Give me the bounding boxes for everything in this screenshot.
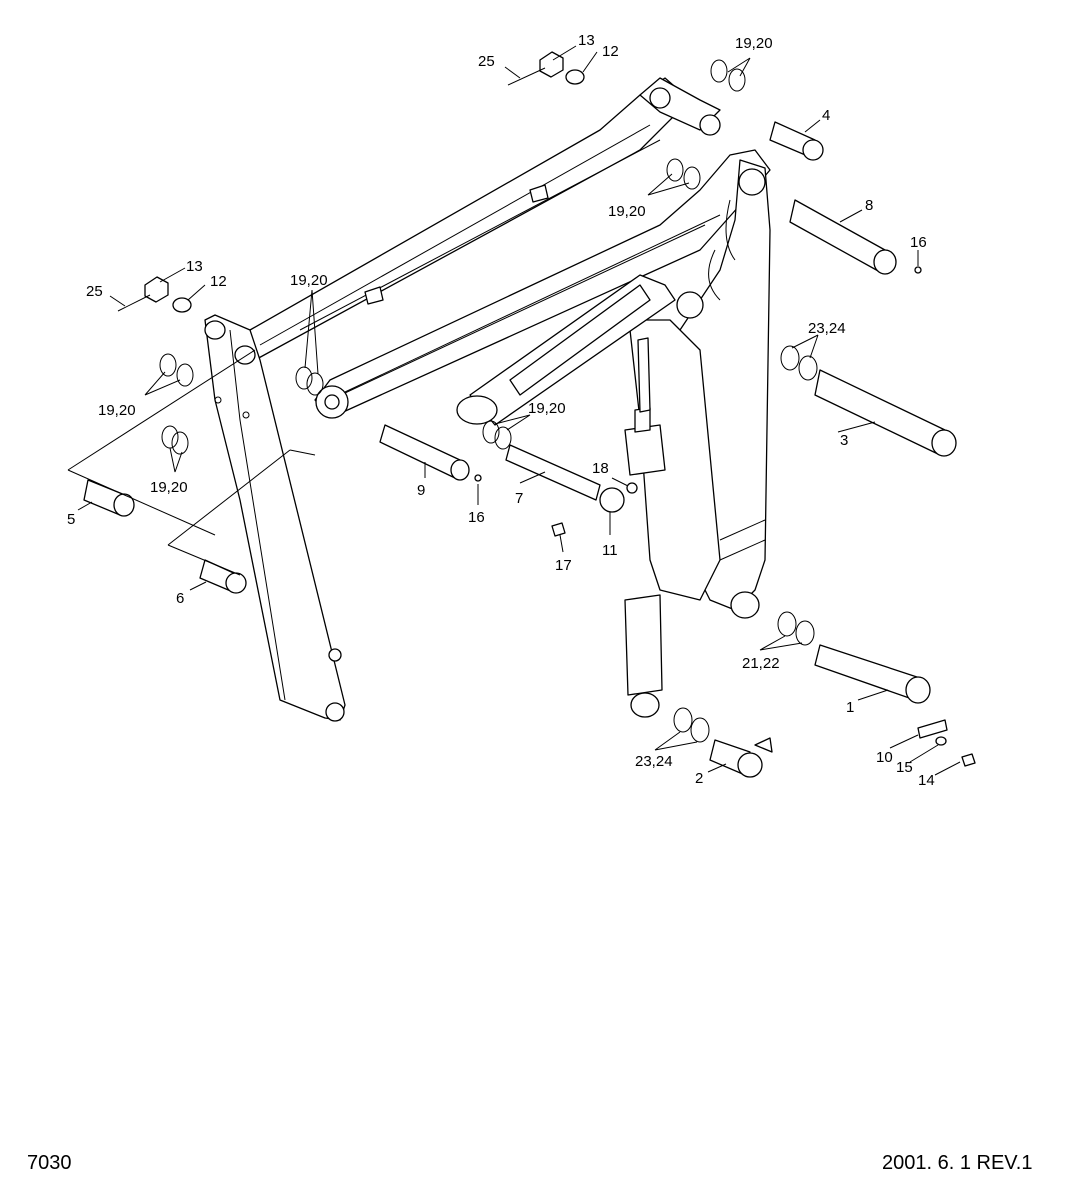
callout-19-20-c: 19,20 bbox=[290, 272, 328, 289]
callout-5: 5 bbox=[67, 511, 75, 528]
leader-lines bbox=[67, 45, 961, 776]
callout-13-top: 13 bbox=[578, 32, 595, 49]
callout-21-22: 21,22 bbox=[742, 655, 780, 672]
callout-19-20-f: 19,20 bbox=[150, 479, 188, 496]
callout-4: 4 bbox=[822, 107, 830, 124]
callout-11: 11 bbox=[602, 542, 618, 559]
callout-12-left: 12 bbox=[210, 273, 227, 290]
boom-assembly bbox=[204, 77, 771, 722]
callout-23-24-b: 23,24 bbox=[635, 753, 673, 770]
callout-13-left: 13 bbox=[186, 258, 203, 275]
callout-19-20-b: 19,20 bbox=[608, 203, 646, 220]
callout-9: 9 bbox=[417, 482, 425, 499]
callout-19-20-a: 19,20 bbox=[735, 35, 773, 52]
callout-1: 1 bbox=[846, 699, 854, 716]
callout-10: 10 bbox=[876, 749, 893, 766]
page-number: 7030 bbox=[27, 1152, 72, 1174]
callout-17: 17 bbox=[555, 557, 572, 574]
callout-25-top: 25 bbox=[478, 53, 495, 70]
callout-16-center: 16 bbox=[468, 509, 485, 526]
callout-labels: 13 12 25 19,20 4 19,20 8 16 13 12 25 19,… bbox=[67, 32, 935, 789]
callout-6: 6 bbox=[176, 590, 184, 607]
callout-12-top: 12 bbox=[602, 43, 619, 60]
callout-14: 14 bbox=[918, 772, 935, 789]
callout-2: 2 bbox=[695, 770, 703, 787]
callout-8: 8 bbox=[865, 197, 873, 214]
callout-3: 3 bbox=[840, 432, 848, 449]
callout-19-20-e: 19,20 bbox=[528, 400, 566, 417]
callout-16-right: 16 bbox=[910, 234, 927, 251]
callout-7: 7 bbox=[515, 490, 523, 507]
revision-date: 2001. 6. 1 REV.1 bbox=[882, 1152, 1033, 1174]
pins bbox=[83, 51, 976, 778]
callout-23-24-a: 23,24 bbox=[808, 320, 846, 337]
callout-15: 15 bbox=[896, 759, 913, 776]
callout-19-20-d: 19,20 bbox=[98, 402, 136, 419]
callout-25-left: 25 bbox=[86, 283, 103, 300]
callout-18: 18 bbox=[592, 460, 609, 477]
